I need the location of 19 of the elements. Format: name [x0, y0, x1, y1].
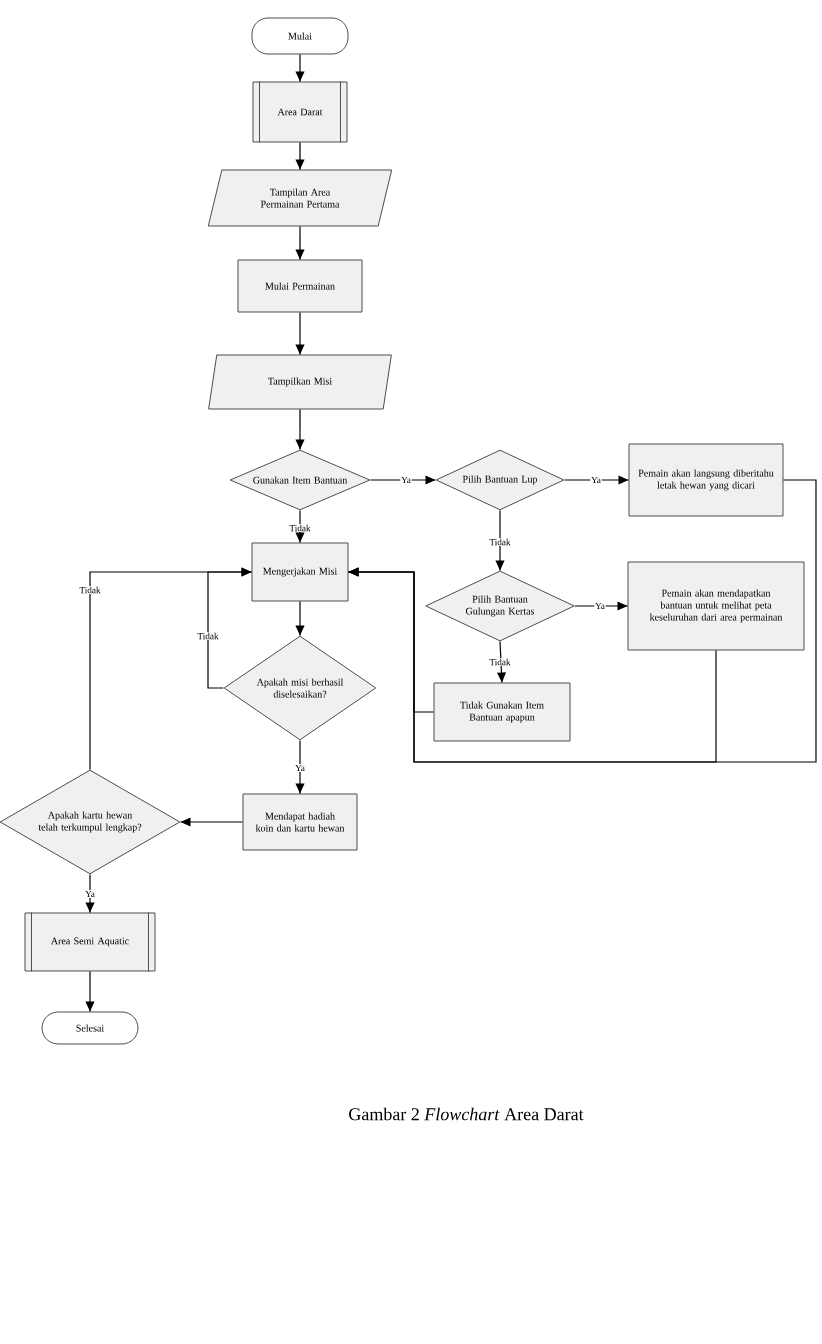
- arrow: [179, 817, 244, 827]
- arrow: [85, 970, 95, 1013]
- arrow: [295, 311, 305, 356]
- arrow: [295, 53, 305, 83]
- caption: Gambar 2 Flowchart Area Darat: [349, 1107, 584, 1121]
- arrow: [89, 567, 253, 771]
- arrow: [295, 408, 305, 451]
- arrow: [85, 873, 95, 914]
- arrow: [369, 475, 437, 485]
- arrow: [295, 225, 305, 261]
- arrow: [295, 509, 305, 544]
- arrow: [295, 739, 305, 795]
- arrow: [347, 567, 435, 713]
- arrow: [495, 509, 505, 571]
- arrow: [295, 141, 305, 171]
- arrow: [563, 475, 630, 485]
- arrow: [496, 640, 507, 684]
- arrow: [295, 600, 305, 637]
- arrow: [574, 601, 629, 611]
